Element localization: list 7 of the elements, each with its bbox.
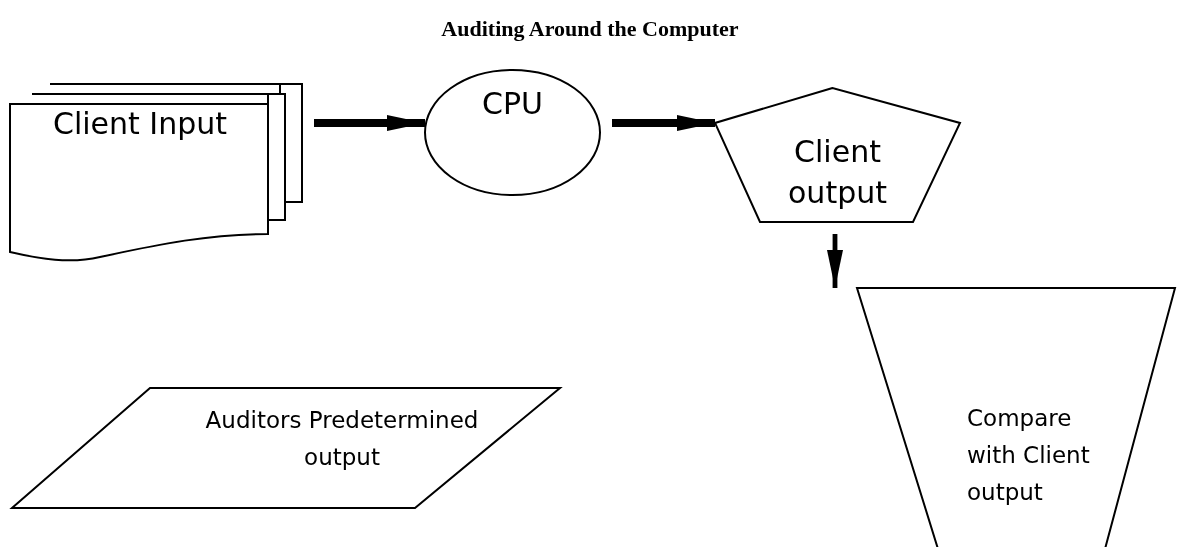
node-label: Client output	[787, 133, 888, 212]
node-label: Compare with Client output	[967, 404, 1091, 507]
node-label: Client Input	[51, 105, 229, 143]
node-label: CPU	[481, 85, 544, 123]
node-label: Auditors Predetermined output	[204, 406, 480, 472]
diagram-title: Auditing Around the Computer	[440, 16, 740, 42]
arrow	[827, 234, 843, 288]
